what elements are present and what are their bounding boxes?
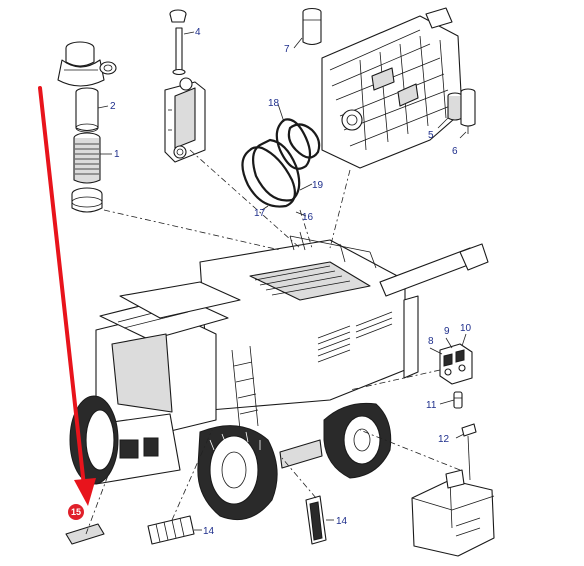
relay-block-8-9-10[interactable] xyxy=(439,343,473,385)
fuel-prefilter-6[interactable] xyxy=(460,88,476,134)
callout-1: 1 xyxy=(114,149,120,160)
callout-5: 5 xyxy=(428,130,434,141)
air-filter-inner-element[interactable] xyxy=(75,87,99,133)
rear-tyre[interactable] xyxy=(323,402,392,479)
callout-7: 7 xyxy=(284,44,290,55)
callout-11: 11 xyxy=(426,400,437,411)
callout-2: 2 xyxy=(110,101,116,112)
callout-15: 15 xyxy=(71,507,81,517)
callout-6: 6 xyxy=(452,146,458,157)
callout-labels: 1 2 4 7 18 19 17 16 5 6 8 9 10 11 12 14 … xyxy=(110,27,472,537)
filter-mat-15[interactable] xyxy=(65,523,105,545)
air-filter-bowl[interactable] xyxy=(71,187,103,213)
air-filter-housing-cap[interactable] xyxy=(57,41,117,87)
engine-block[interactable] xyxy=(321,7,463,169)
combine-harvester[interactable] xyxy=(83,231,489,485)
fluid-tank[interactable] xyxy=(411,469,495,557)
callout-18: 18 xyxy=(268,98,280,109)
callout-10: 10 xyxy=(460,323,472,334)
filler-cap-12[interactable] xyxy=(461,423,477,481)
front-right-tyre[interactable] xyxy=(197,425,278,520)
fuse-11[interactable] xyxy=(453,391,463,409)
reference-lines xyxy=(85,149,461,535)
callout-12: 12 xyxy=(438,434,450,445)
engine-oil-filter-7[interactable] xyxy=(302,7,322,46)
fuel-filter-cartridge[interactable] xyxy=(169,9,187,76)
highlight-arrow xyxy=(38,86,96,506)
leader-lines xyxy=(97,31,467,531)
callout-4: 4 xyxy=(195,27,201,38)
callout-14-left: 14 xyxy=(203,526,215,537)
cab-air-filter-left[interactable] xyxy=(147,515,195,545)
cab-air-filter-right[interactable] xyxy=(305,495,327,545)
water-separator-bracket[interactable] xyxy=(164,77,206,163)
callout-17: 17 xyxy=(254,208,266,219)
callout-19: 19 xyxy=(312,180,324,191)
callout-15-badge: 15 xyxy=(68,504,84,520)
callout-9: 9 xyxy=(444,326,450,337)
air-filter-outer-element[interactable] xyxy=(73,132,101,184)
callout-16: 16 xyxy=(302,212,314,223)
callout-8: 8 xyxy=(428,336,434,347)
fuel-filter-5[interactable] xyxy=(447,92,463,121)
drive-belt-set[interactable] xyxy=(241,118,321,208)
callout-14-right: 14 xyxy=(336,516,348,527)
